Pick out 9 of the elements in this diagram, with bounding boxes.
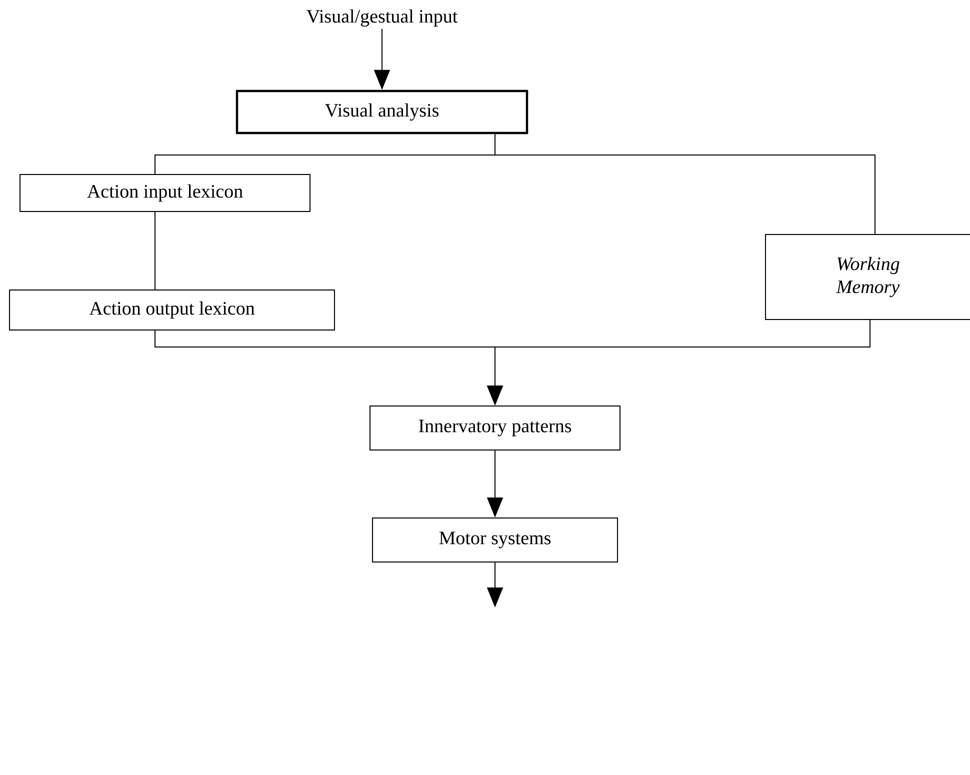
- process-box: Working Memory: [765, 234, 970, 320]
- process-box: Motor systems: [372, 518, 618, 562]
- process-box: Action output lexicon: [9, 290, 335, 330]
- process-box: Action input lexicon: [20, 174, 310, 212]
- process-box: Innervatory patterns: [370, 406, 620, 450]
- input-label: Visual/gestual input: [306, 9, 458, 27]
- connector-line: [154, 212, 156, 290]
- connector-line: [494, 134, 876, 234]
- process-box: Visual analysis: [236, 90, 528, 134]
